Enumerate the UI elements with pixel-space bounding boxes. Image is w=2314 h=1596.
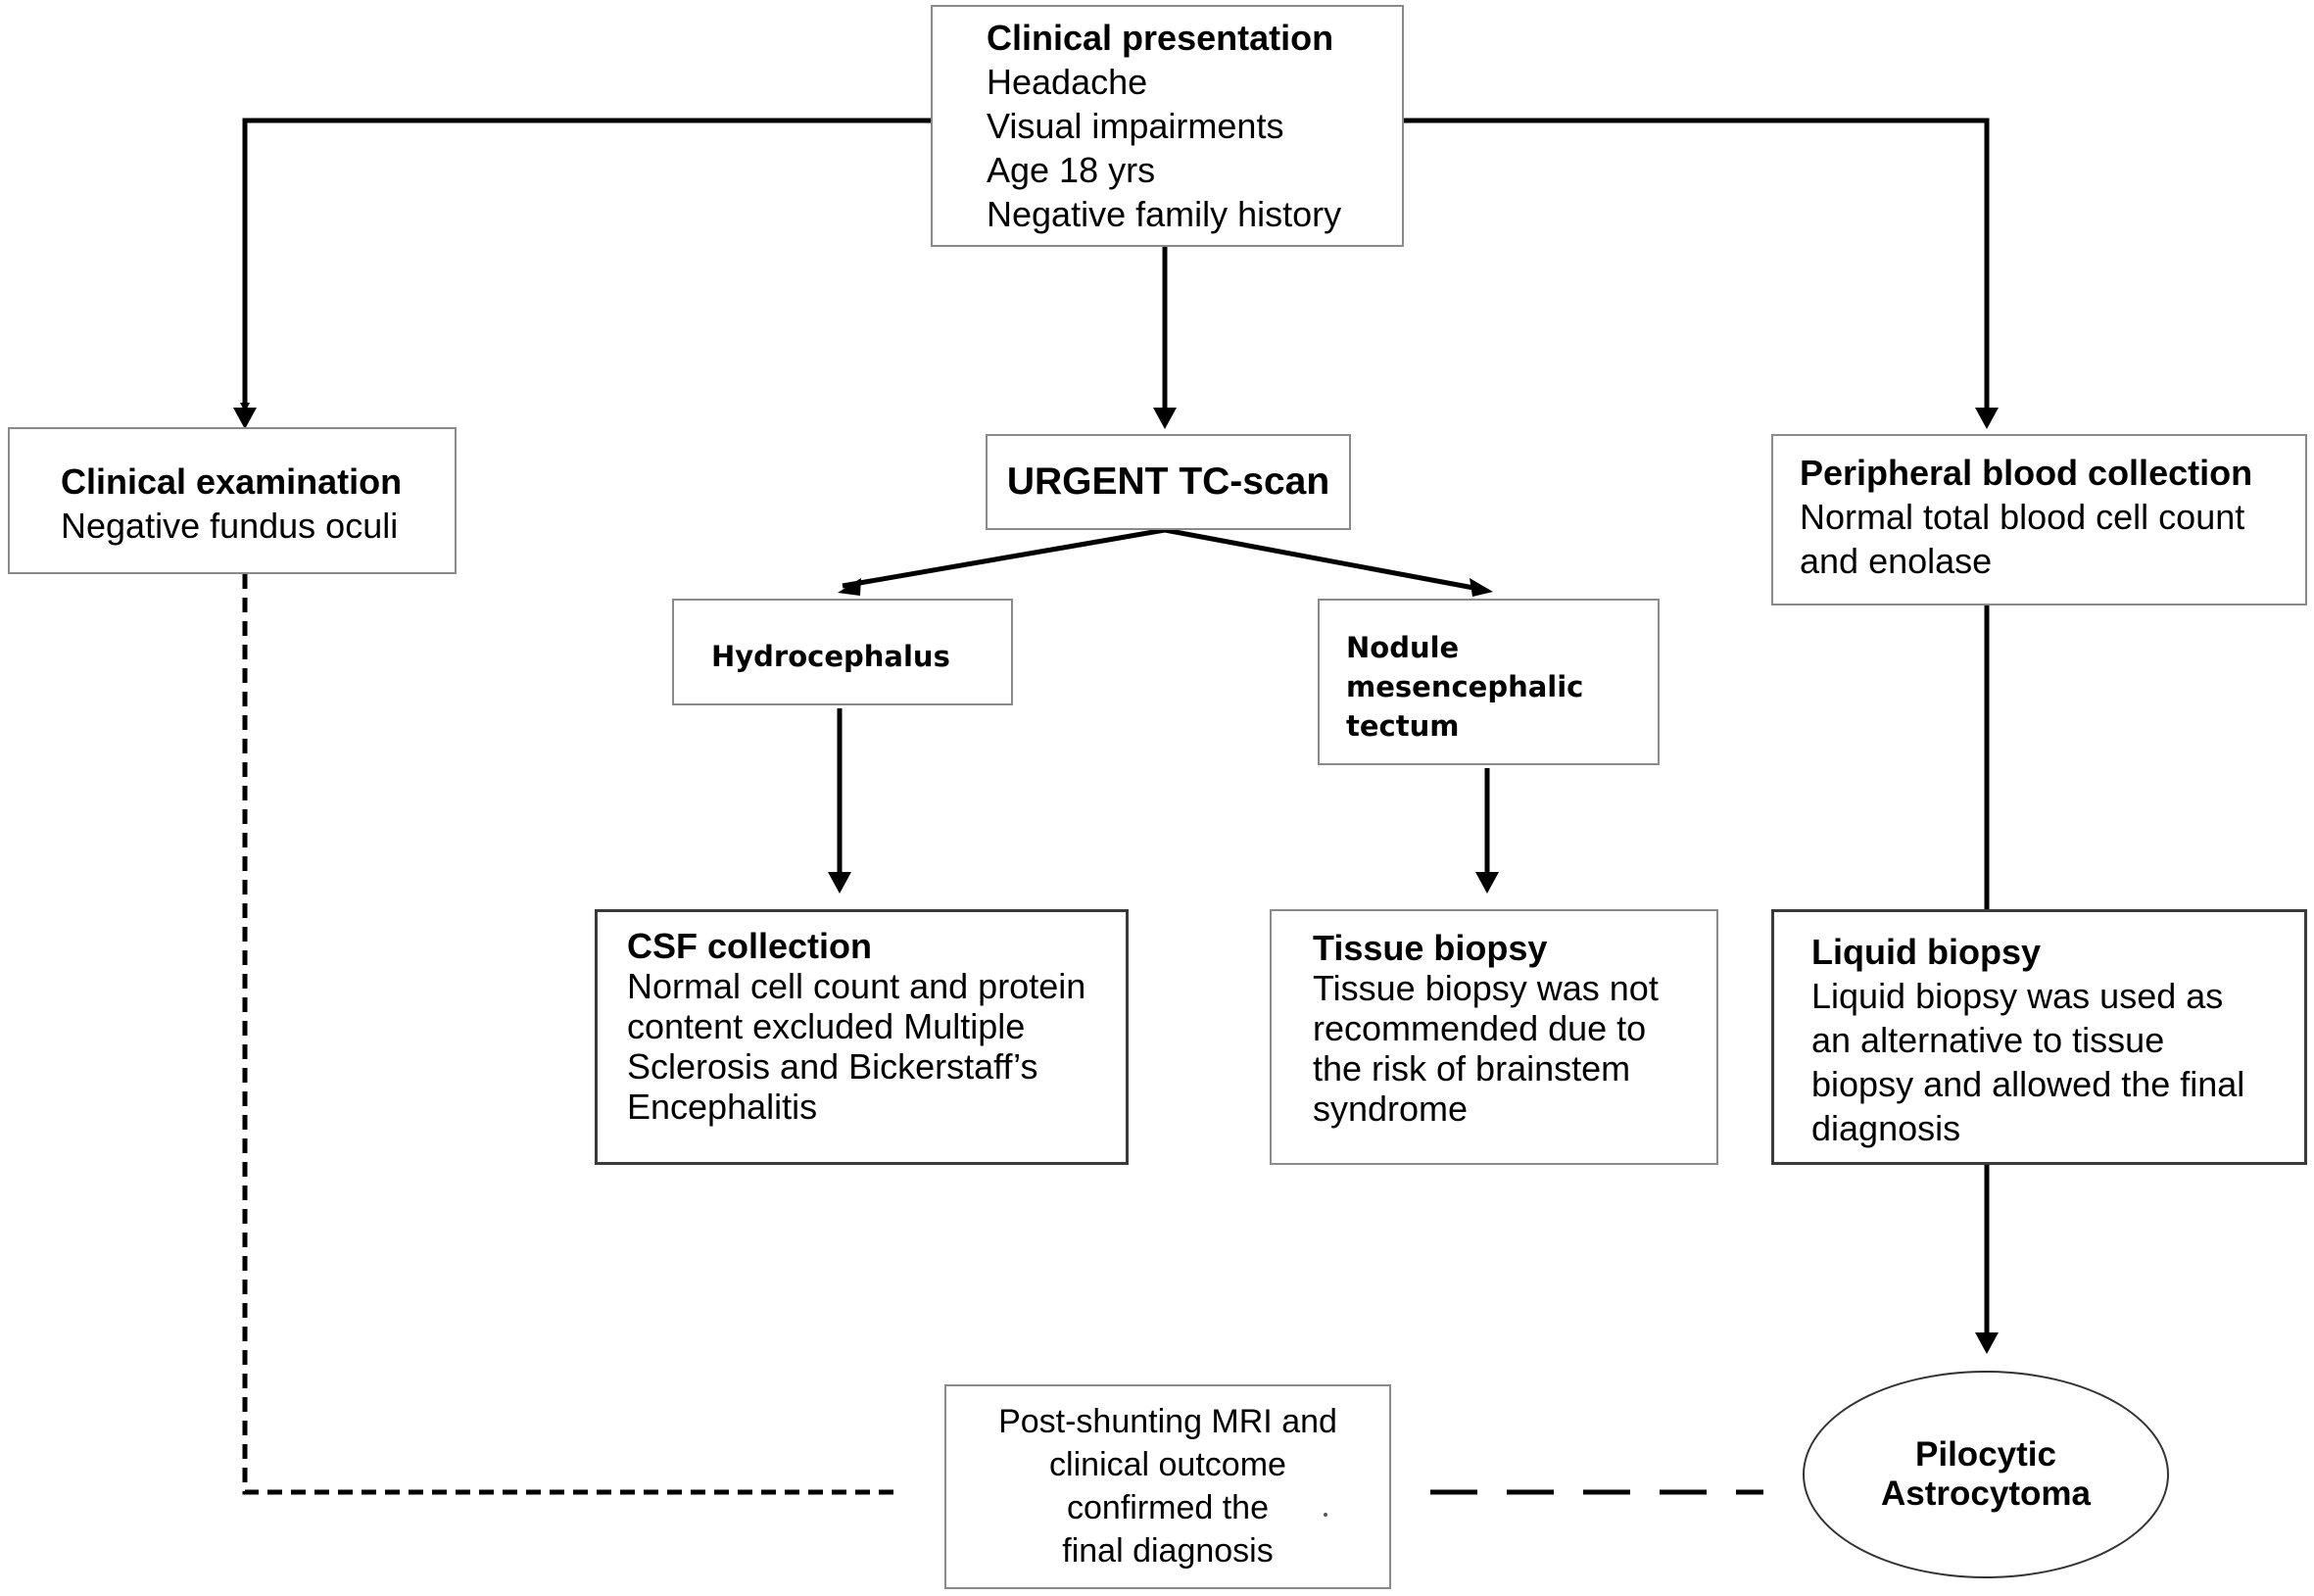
clinical-presentation-line: Headache <box>987 62 1148 102</box>
clinical-examination-line: Negative fundus oculi <box>61 506 399 546</box>
csf-collection-line: content excluded Multiple <box>627 1006 1026 1046</box>
connector-presentation-to-peripheral <box>1404 118 1990 411</box>
peripheral-blood-box: Peripheral blood collection Normal total… <box>1771 434 2307 605</box>
pilocytic-line: Astrocytoma <box>1881 1475 2091 1513</box>
arrowhead-csf <box>828 872 851 894</box>
nodule-box: Nodule mesencephalic tectum <box>1318 599 1660 765</box>
connector-tcscan-to-hydrocephalus <box>842 527 1166 589</box>
post-shunting-line: confirmed the <box>1067 1489 1269 1526</box>
nodule-line: mesencephalic <box>1346 670 1584 703</box>
urgent-tc-scan-title: URGENT TC-scan <box>1006 460 1330 503</box>
connector-tcscan-to-nodule <box>1164 527 1485 593</box>
post-shunting-line: clinical outcome <box>1049 1446 1286 1483</box>
liquid-biopsy-box: Liquid biopsy Liquid biopsy was used as … <box>1771 909 2307 1165</box>
connector-examination-to-postshunt <box>242 574 897 1495</box>
hydrocephalus-label: Hydrocephalus <box>711 640 950 673</box>
hydrocephalus-box: Hydrocephalus <box>672 599 1013 705</box>
post-shunting-line: Post-shunting MRI and <box>998 1403 1337 1440</box>
clinical-presentation-box: Clinical presentation Headache Visual im… <box>931 5 1404 247</box>
connector-presentation-to-examination <box>240 118 931 412</box>
tissue-biopsy-line: the risk of brainstem <box>1313 1048 1631 1088</box>
pilocytic-astrocytoma-ellipse: Pilocytic Astrocytoma <box>1803 1371 2169 1578</box>
post-shunting-line: final diagnosis <box>1062 1532 1274 1570</box>
liquid-biopsy-line: an alternative to tissue <box>1811 1020 2165 1060</box>
clinical-presentation-title: Clinical presentation <box>987 18 1334 58</box>
csf-collection-line: Normal cell count and protein <box>627 966 1086 1006</box>
liquid-biopsy-line: Liquid biopsy was used as <box>1811 976 2224 1016</box>
clinical-examination-box: Clinical examination Negative fundus ocu… <box>8 427 457 574</box>
tissue-biopsy-box: Tissue biopsy Tissue biopsy was not reco… <box>1270 909 1718 1165</box>
csf-collection-line: Sclerosis and Bickerstaff’s <box>627 1046 1038 1087</box>
liquid-biopsy-line: diagnosis <box>1811 1108 1961 1148</box>
tissue-biopsy-line: Tissue biopsy was not <box>1313 968 1659 1008</box>
peripheral-blood-line: Normal total blood cell count <box>1800 497 2245 537</box>
arrowhead-examination <box>233 408 257 429</box>
clinical-presentation-line: Negative family history <box>987 194 1342 234</box>
peripheral-blood-line: and enolase <box>1800 541 1993 581</box>
clinical-presentation-line: Age 18 yrs <box>987 150 1156 190</box>
csf-collection-box: CSF collection Normal cell count and pro… <box>595 909 1129 1165</box>
arrowhead-peripheral <box>1975 408 1999 429</box>
pilocytic-line: Pilocytic <box>1915 1435 2056 1474</box>
clinical-examination-title: Clinical examination <box>61 461 403 502</box>
peripheral-blood-title: Peripheral blood collection <box>1800 453 2253 493</box>
tissue-biopsy-line: recommended due to <box>1313 1008 1647 1048</box>
urgent-tc-scan-box: URGENT TC-scan <box>986 434 1351 530</box>
arrowhead-tcscan <box>1153 408 1177 429</box>
stray-dot <box>1324 1513 1327 1517</box>
arrowhead-pilocytic <box>1975 1332 1999 1354</box>
arrowhead-tissue <box>1475 872 1499 894</box>
csf-collection-title: CSF collection <box>627 926 873 966</box>
csf-collection-line: Encephalitis <box>627 1087 818 1127</box>
arrowhead-nodule <box>1470 578 1493 597</box>
liquid-biopsy-line: biopsy and allowed the final <box>1811 1064 2245 1104</box>
post-shunting-box: Post-shunting MRI and clinical outcome c… <box>944 1384 1391 1589</box>
tissue-biopsy-title: Tissue biopsy <box>1313 928 1548 968</box>
clinical-presentation-line: Visual impairments <box>987 106 1284 146</box>
liquid-biopsy-title: Liquid biopsy <box>1811 932 2041 972</box>
tissue-biopsy-line: syndrome <box>1313 1088 1469 1129</box>
nodule-line: Nodule <box>1346 631 1460 664</box>
nodule-line: tectum <box>1346 709 1460 743</box>
arrowhead-hydrocephalus <box>838 578 861 596</box>
